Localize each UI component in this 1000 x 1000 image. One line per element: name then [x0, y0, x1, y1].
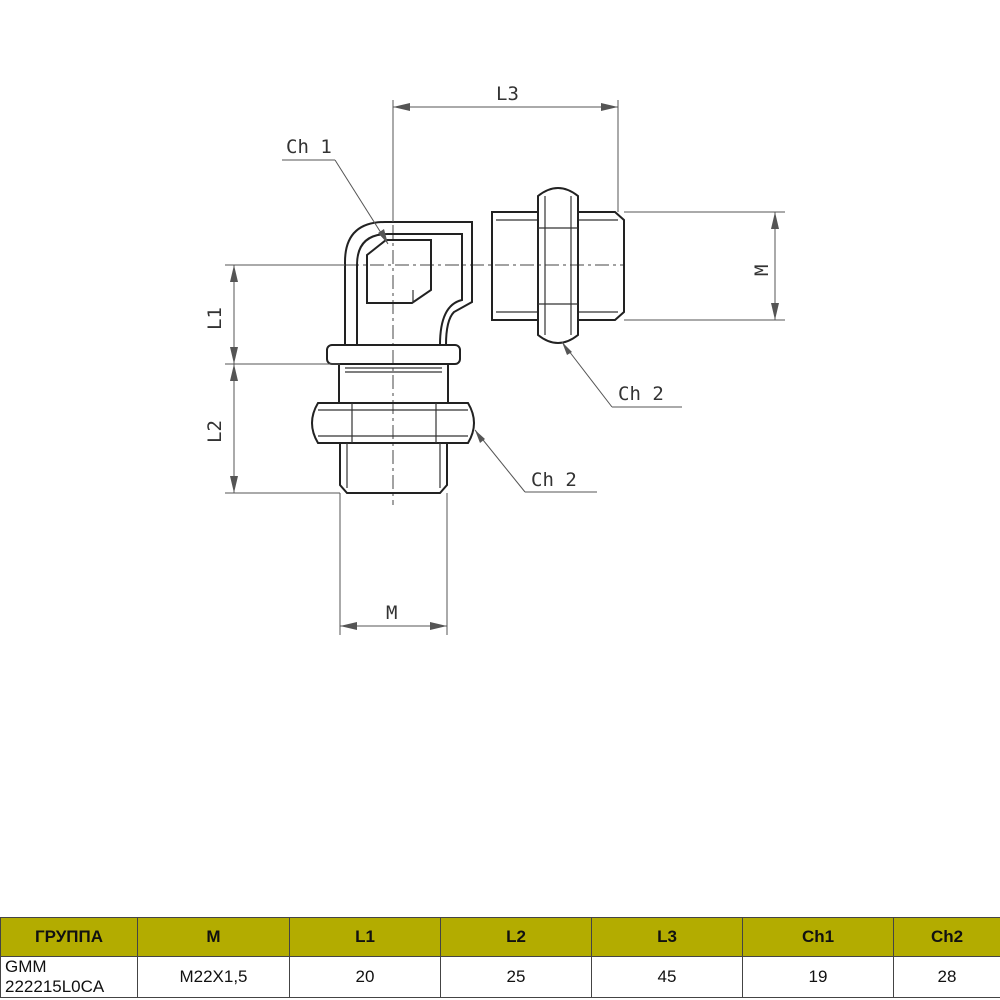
lower-threaded-stem — [339, 443, 448, 494]
cell-ch2: 28 — [893, 956, 1000, 998]
l1-label: L1 — [204, 307, 226, 330]
header-ch2: Ch2 — [893, 917, 1000, 957]
cell-l3: 45 — [591, 956, 743, 998]
ch2-bottom-leader: Ch 2 — [474, 429, 597, 493]
elbow-body — [344, 221, 473, 346]
cell-group: GMM 222215L0CA — [0, 956, 138, 998]
right-hex-nut — [537, 187, 579, 344]
l2-label: L2 — [204, 420, 226, 443]
cell-l1: 20 — [289, 956, 441, 998]
m-right-label: M — [751, 265, 773, 276]
m-bottom-label: M — [386, 602, 397, 624]
table-row: GMM 222215L0CA M22X1,5 20 25 45 19 28 — [0, 956, 1000, 998]
ch1-label: Ch 1 — [286, 136, 332, 158]
header-ch1: Ch1 — [742, 917, 894, 957]
ch2-top-leader: Ch 2 — [561, 341, 682, 408]
fitting-technical-drawing: L3 Ch 1 Ch 2 Ch 2 L1 L2 — [204, 83, 785, 635]
l3-label: L3 — [496, 83, 519, 105]
cell-m: M22X1,5 — [137, 956, 290, 998]
ch2-bottom-label: Ch 2 — [531, 469, 577, 491]
cell-ch1: 19 — [742, 956, 894, 998]
dimension-l2: L2 — [204, 364, 340, 494]
header-l2: L2 — [440, 917, 592, 957]
header-l1: L1 — [289, 917, 441, 957]
dimension-l3: L3 — [392, 83, 619, 222]
table-header-row: ГРУППА M L1 L2 L3 Ch1 Ch2 — [0, 917, 1000, 957]
header-group: ГРУППА — [0, 917, 138, 957]
ch2-top-label: Ch 2 — [618, 383, 664, 405]
dimension-m-bottom: M — [339, 493, 448, 635]
specification-table: ГРУППА M L1 L2 L3 Ch1 Ch2 GMM 222215L0CA… — [0, 917, 1000, 998]
cell-l2: 25 — [440, 956, 592, 998]
lower-collar — [326, 344, 461, 404]
ch1-leader: Ch 1 — [282, 136, 389, 245]
header-l3: L3 — [591, 917, 743, 957]
dimension-l1: L1 — [204, 264, 345, 365]
lower-hex-nut — [311, 402, 475, 444]
header-m: M — [137, 917, 290, 957]
dimension-m-right: M — [624, 211, 785, 321]
